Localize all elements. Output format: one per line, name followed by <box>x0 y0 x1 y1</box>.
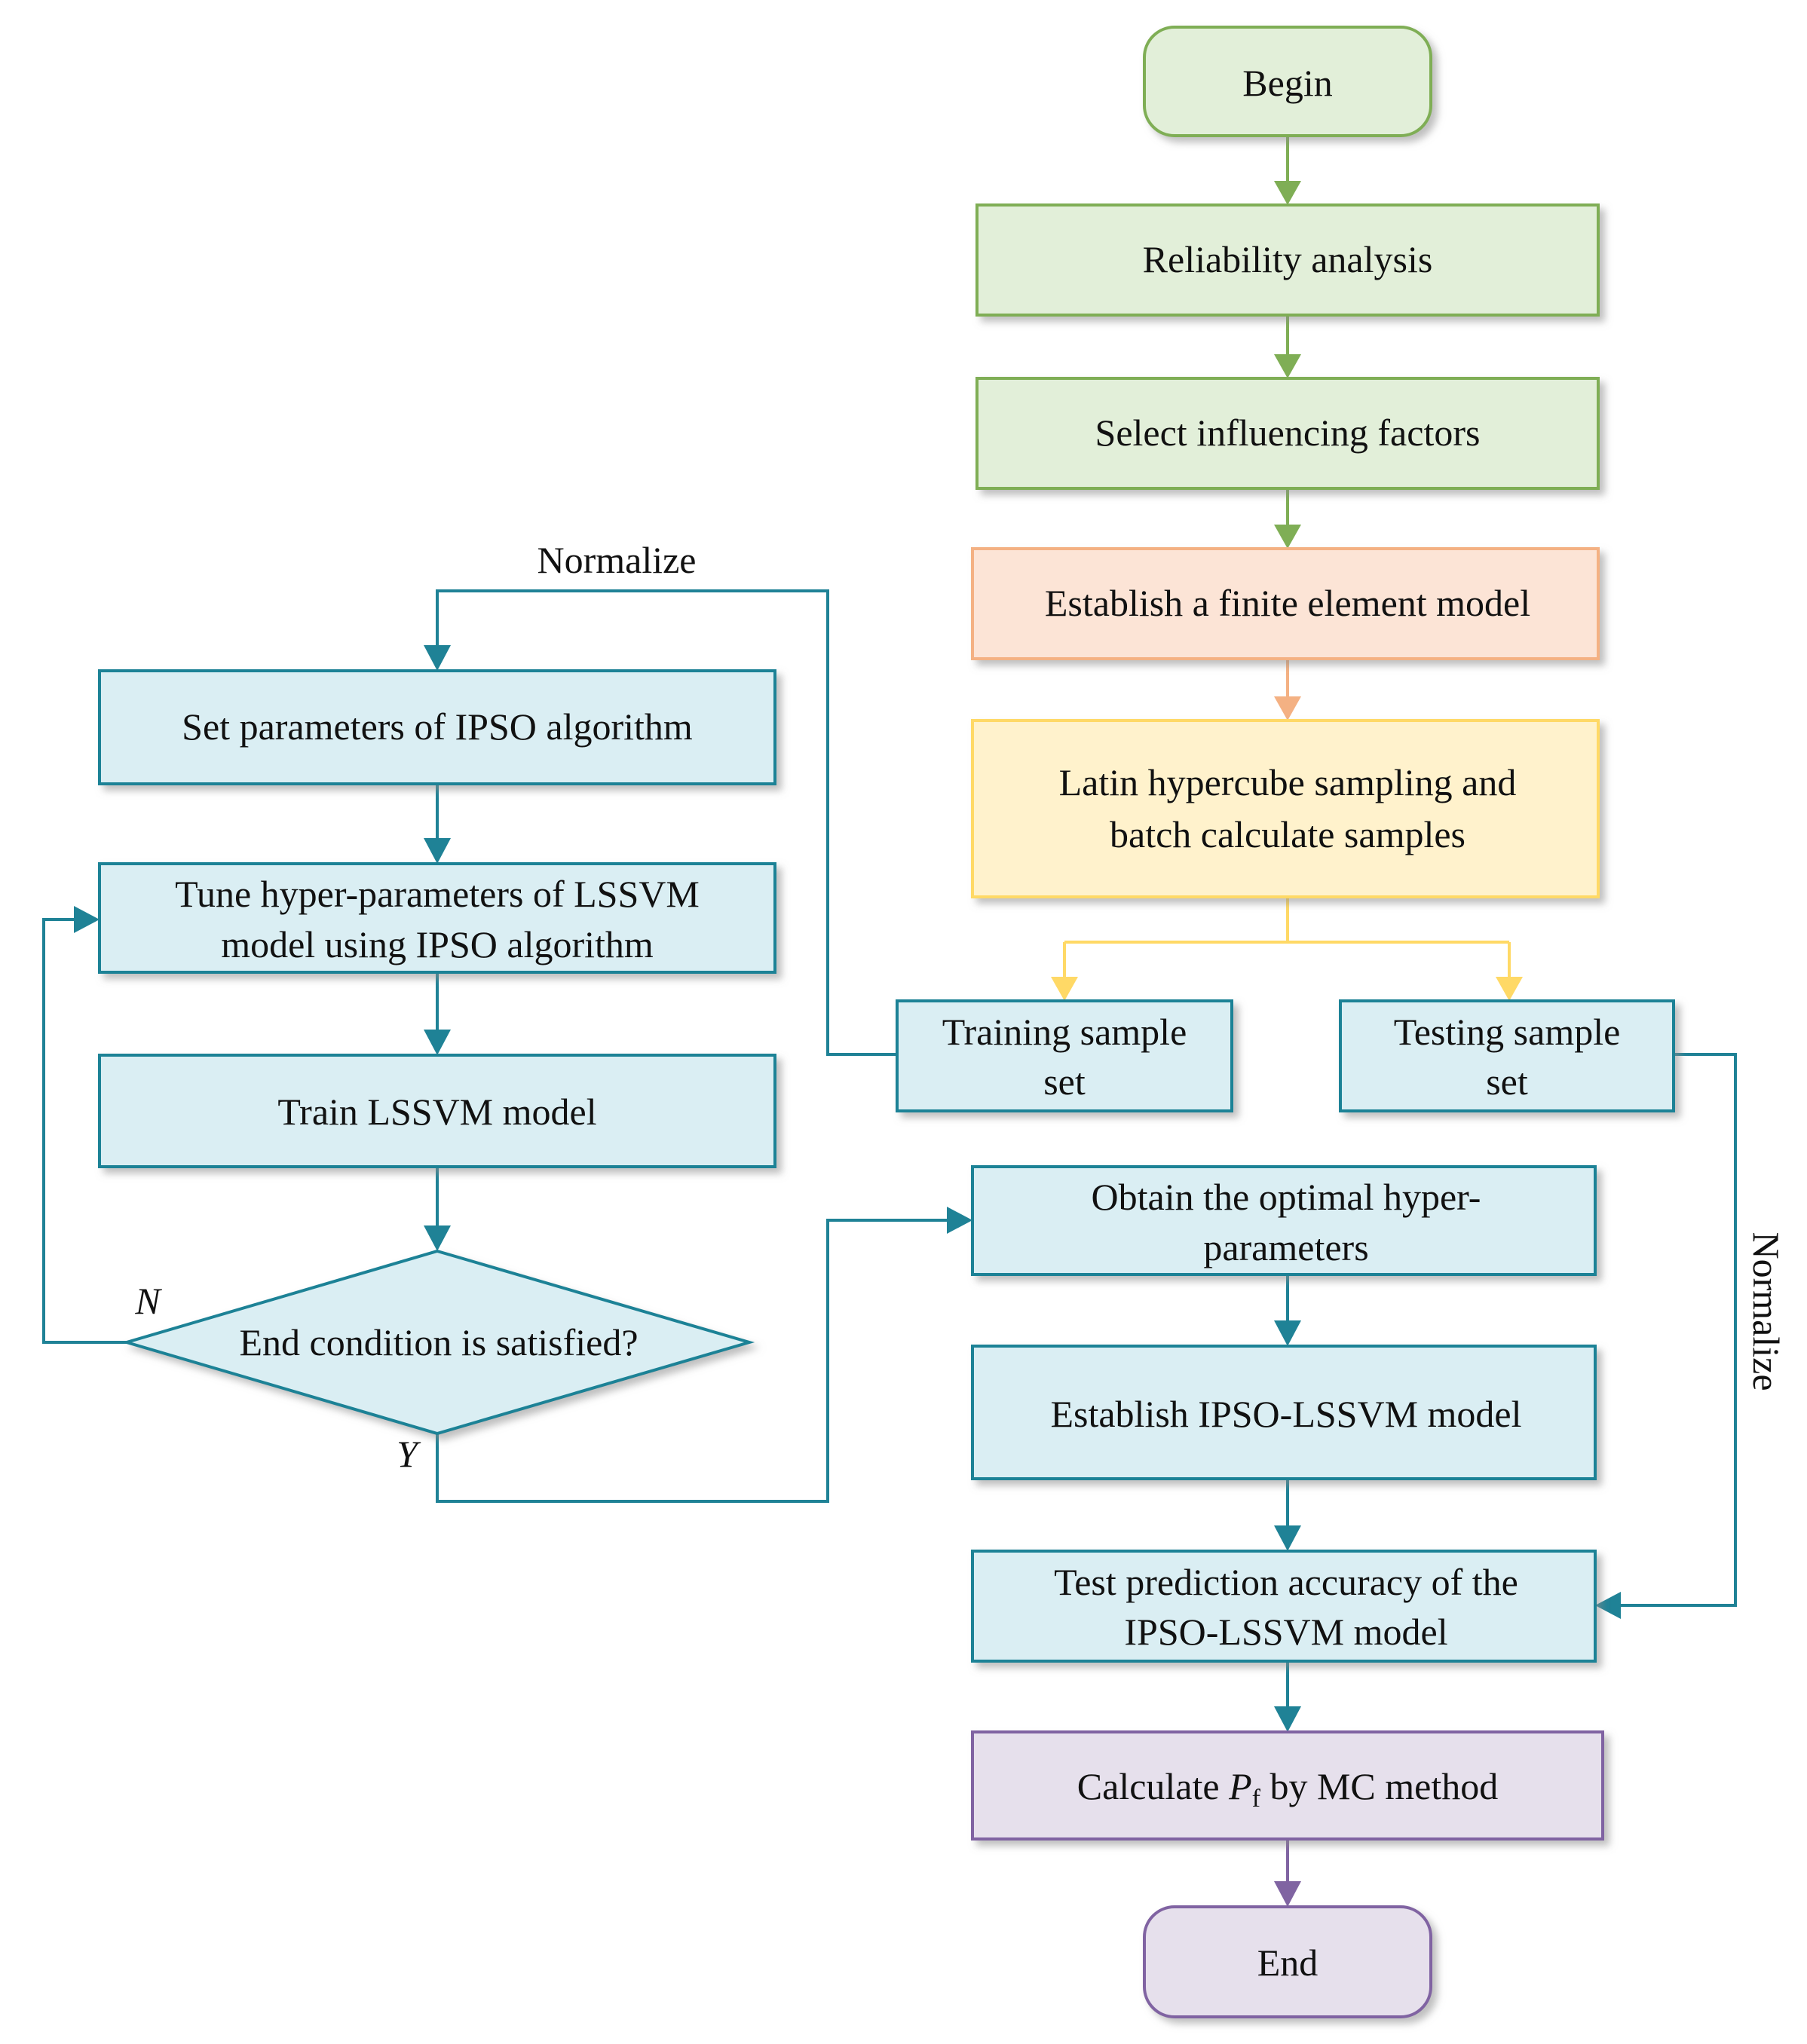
arrowhead-establish <box>1274 1320 1301 1346</box>
arrowhead-training <box>1051 977 1078 1001</box>
edge-decision-no <box>42 918 127 1344</box>
node-tune-hyperparameters: Tune hyper-parameters of LSSVM model usi… <box>98 862 776 974</box>
node-select-factors: Select influencing factors <box>975 377 1600 490</box>
node-reliability-label: Reliability analysis <box>1143 238 1433 280</box>
calc-sub: f <box>1252 1785 1261 1813</box>
arrowhead-obtain <box>947 1207 972 1234</box>
label-normalize-top: Normalize <box>537 539 696 581</box>
node-testing-set: Testing sample set <box>1339 999 1675 1112</box>
node-begin: Begin <box>1143 26 1432 137</box>
arrowhead-tune <box>424 838 451 864</box>
node-obtain-label-line1: Obtain the optimal hyper- <box>1092 1176 1481 1218</box>
node-test-accuracy: Test prediction accuracy of the IPSO-LSS… <box>971 1550 1597 1663</box>
edge-training-normalize <box>436 589 897 1056</box>
node-testing-label-line1: Testing sample <box>1394 1011 1621 1053</box>
node-train-label: Train LSSVM model <box>277 1091 596 1133</box>
edges <box>42 136 1737 1907</box>
arrowhead-reliability <box>1274 181 1301 205</box>
node-calculate-pf: Calculate Pf by MC method <box>971 1730 1604 1841</box>
arrowhead-train <box>424 1030 451 1055</box>
node-obtain-optimal: Obtain the optimal hyper- parameters <box>971 1165 1597 1276</box>
node-end-condition-decision: End condition is satisfied? <box>121 1249 755 1436</box>
node-end-label: End <box>1257 1941 1318 1984</box>
node-calculate-label: Calculate Pf by MC method <box>1077 1765 1498 1813</box>
node-latin-label-line2: batch calculate samples <box>1110 813 1466 855</box>
node-tune-label-line2: model using IPSO algorithm <box>221 923 654 965</box>
node-fem-label: Establish a finite element model <box>1045 582 1530 624</box>
label-no: N <box>134 1280 162 1322</box>
calc-text-after: by MC method <box>1260 1765 1498 1807</box>
arrowhead-select <box>1274 354 1301 378</box>
node-test-label-line1: Test prediction accuracy of the <box>1054 1561 1518 1603</box>
arrowhead-latin <box>1274 696 1301 721</box>
node-finite-element-model: Establish a finite element model <box>971 547 1600 660</box>
node-reliability-analysis: Reliability analysis <box>975 203 1600 317</box>
nodes: Begin Reliability analysis Select influe… <box>98 26 1675 2018</box>
node-training-label-line1: Training sample <box>942 1011 1187 1053</box>
arrowhead-test-from-right <box>1595 1592 1621 1619</box>
node-tune-label-line1: Tune hyper-parameters of LSSVM <box>175 873 700 915</box>
node-set-ipso-parameters: Set parameters of IPSO algorithm <box>98 669 776 785</box>
arrowhead-decision <box>424 1225 451 1251</box>
edge-latin-split <box>1063 897 1511 977</box>
node-train-lssvm: Train LSSVM model <box>98 1054 776 1168</box>
node-training-set: Training sample set <box>896 999 1233 1112</box>
label-yes: Y <box>397 1433 421 1475</box>
node-testing-label-line2: set <box>1486 1060 1528 1103</box>
node-set-params-label: Set parameters of IPSO algorithm <box>182 705 693 748</box>
calc-text-before: Calculate <box>1077 1765 1229 1807</box>
label-normalize-right: Normalize <box>1745 1232 1787 1391</box>
node-select-label: Select influencing factors <box>1095 412 1481 454</box>
arrowhead-test <box>1274 1525 1301 1551</box>
arrowhead-tune-loop <box>74 906 100 933</box>
node-obtain-label-line2: parameters <box>1203 1226 1368 1268</box>
node-establish-ipso-lssvm: Establish IPSO-LSSVM model <box>971 1345 1597 1480</box>
calc-var: P <box>1228 1765 1252 1807</box>
edge-decision-yes <box>436 1219 947 1503</box>
node-end: End <box>1143 1905 1432 2018</box>
edge-labels: Normalize Normalize N Y <box>134 539 1787 1475</box>
edge-testing-normalize <box>1621 1053 1737 1607</box>
node-latin-hypercube: Latin hypercube sampling and batch calcu… <box>971 719 1600 898</box>
arrowhead-end <box>1274 1881 1301 1907</box>
arrowhead-calculate <box>1274 1706 1301 1732</box>
node-end-condition-label: End condition is satisfied? <box>239 1321 638 1363</box>
arrowhead-set-params <box>424 645 451 671</box>
arrowhead-fem <box>1274 525 1301 549</box>
node-training-label-line2: set <box>1043 1060 1086 1103</box>
node-test-label-line2: IPSO-LSSVM model <box>1124 1611 1447 1653</box>
arrowhead-testing <box>1496 977 1523 1001</box>
node-establish-label: Establish IPSO-LSSVM model <box>1050 1393 1521 1435</box>
node-latin-label-line1: Latin hypercube sampling and <box>1059 761 1517 803</box>
node-begin-label: Begin <box>1242 62 1332 104</box>
